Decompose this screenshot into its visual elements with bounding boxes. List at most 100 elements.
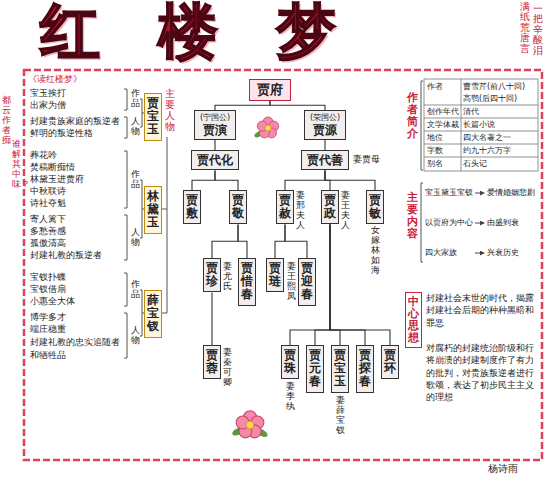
plot-item: 宝钗借扇: [30, 284, 66, 295]
section-heading: 主要内容: [407, 192, 418, 240]
node-text: 贾源: [310, 123, 340, 137]
content-arrows: [475, 193, 484, 253]
trait-item: 封建礼教的忠实追随者和牺牲品: [30, 336, 122, 362]
section-heading: 《读红楼梦》: [28, 74, 82, 85]
family-box: 贾敷: [183, 190, 201, 224]
spouse-note: 妻薛宝钗: [336, 396, 345, 436]
ancestor-box: (宁国公)贾演: [194, 110, 236, 140]
family-box: 贾敏: [366, 190, 384, 224]
family-line: [215, 170, 238, 190]
family-box: 贾珍: [203, 258, 221, 292]
family-box: 贾代善: [301, 150, 349, 170]
theme-text: 封建社会末世的时代，揭露封建社会后期的种种黑暗和罪恶: [426, 292, 536, 329]
family-line: [215, 101, 270, 110]
family-box: 贾珠: [281, 345, 299, 379]
info-key: 作者: [427, 82, 443, 92]
node-text: 贾蓉: [206, 349, 218, 375]
category-label: 人物: [131, 228, 140, 248]
node-text: 贾赦: [279, 194, 291, 220]
root-box: 贾府: [249, 79, 291, 101]
plot-item: 诗社夺魁: [30, 198, 66, 209]
trait-item: 孤傲清高: [30, 238, 66, 249]
node-text: 贾政: [324, 194, 336, 220]
node-text: 贾敏: [369, 194, 381, 220]
node-text: 贾代化: [197, 153, 233, 167]
family-line: [330, 224, 340, 345]
family-line: [212, 224, 238, 258]
theme-text: 对腐朽的封建统治阶级和行将崩溃的封建制度作了有力的批判，对贵族叛逆者进行歌颂，表…: [426, 342, 536, 404]
node-text: 贾宝玉: [334, 349, 346, 389]
category-label: 作品: [131, 170, 140, 190]
family-box: 贾迎春: [298, 258, 316, 306]
family-line: [330, 224, 365, 345]
info-value: 曹雪芹(前八十回): [463, 82, 525, 92]
character-box: 林黛玉: [144, 186, 162, 234]
family-line: [324, 140, 325, 150]
family-box: 贾元春: [306, 345, 324, 393]
spouse-note: 妻王熙凤: [287, 262, 296, 302]
page-border: [24, 70, 542, 460]
content-item: 宝玉黛玉宝钗: [425, 188, 473, 198]
content-item: 爱情婚姻悲剧: [487, 188, 535, 198]
flower-illustration: [253, 117, 278, 139]
info-key: 地位: [427, 133, 443, 143]
node-text: 贾元春: [309, 349, 321, 389]
family-line: [330, 224, 390, 345]
node-text: 贾敬: [232, 194, 244, 220]
category-label: 人物: [131, 117, 140, 137]
plot-item: 中秋联诗: [30, 186, 66, 197]
info-key: 字数: [427, 146, 443, 156]
family-box: 贾代化: [191, 150, 239, 170]
trait-item: 封建礼教的叛逆者: [30, 250, 102, 261]
node-text: 贾演: [200, 123, 230, 137]
node-text: (宁国公): [200, 113, 230, 123]
spouse-note: 妻尤氏: [223, 262, 232, 292]
family-box: 贾政: [321, 190, 339, 224]
content-item: 兴衰历史: [487, 248, 519, 258]
node-text: 薛宝钗: [147, 294, 159, 334]
node-text: 贾府: [257, 82, 283, 98]
family-line: [238, 224, 247, 258]
info-key: 别名: [427, 159, 443, 169]
info-value: 约九十六万字: [463, 146, 511, 156]
family-line: [275, 224, 285, 258]
spouse-note: 妻邢夫人: [296, 191, 305, 231]
family-line: [211, 292, 212, 345]
category-label: 作品: [131, 89, 140, 109]
content-item: 四大家族: [425, 248, 457, 258]
family-line: [325, 170, 375, 190]
section-heading: 主要人物: [165, 88, 175, 132]
trait-item: 多愁善感: [30, 226, 66, 237]
node-text: 贾探春: [359, 349, 371, 389]
node-text: 贾珍: [206, 262, 218, 288]
info-value: 高鹗(后四十回): [463, 94, 517, 104]
family-box: 贾探春: [356, 345, 374, 393]
spouse-note: 妻贾母: [353, 154, 380, 165]
info-key: 创作年代: [427, 107, 459, 117]
node-text: (荣国公): [310, 113, 340, 123]
family-box: 贾蓉: [203, 345, 221, 379]
trait-item: 博学多才: [30, 312, 66, 323]
node-text: 贾迎春: [301, 262, 313, 302]
family-box: 贾惜春: [238, 258, 256, 306]
verse: 满纸荒唐言，: [520, 2, 530, 54]
trait-item: 端庄稳重: [30, 324, 66, 335]
node-text: 贾惜春: [241, 262, 253, 302]
node-text: 贾代善: [307, 153, 343, 167]
plot-item: 出家为僧: [30, 100, 66, 111]
spouse-note: 妻秦可卿: [223, 348, 232, 388]
node-text: 贾珠: [284, 349, 296, 375]
family-box: 贾环: [381, 345, 399, 379]
node-text: 贾琏: [269, 262, 281, 288]
character-box: 贾宝玉: [144, 93, 162, 141]
verse: 一把辛酸泪: [533, 4, 543, 56]
plot-item: 葬花吟: [30, 150, 57, 161]
spouse-note: 女嫁林如海: [371, 226, 380, 275]
bracket-lines: [124, 81, 423, 358]
content-item: 由盛到衰: [487, 218, 519, 228]
info-table: [424, 79, 538, 171]
author-signature: 杨诗雨: [488, 463, 518, 475]
trait-item: 寄人篱下: [30, 214, 66, 225]
plot-item: 焚稿断痴情: [30, 162, 75, 173]
